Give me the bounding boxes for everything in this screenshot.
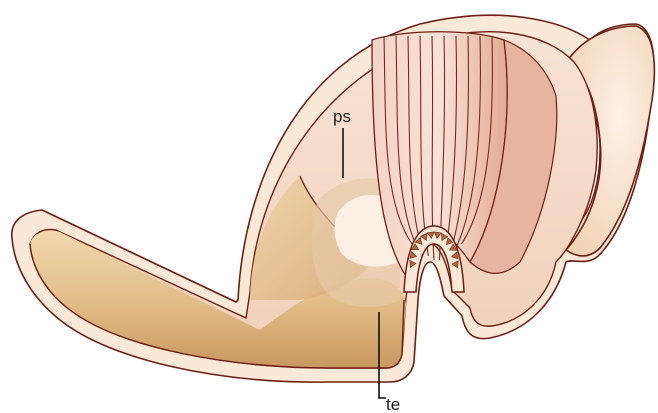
pleated-region [372,32,557,276]
label-te: te [386,395,400,413]
label-ps: ps [333,107,351,126]
